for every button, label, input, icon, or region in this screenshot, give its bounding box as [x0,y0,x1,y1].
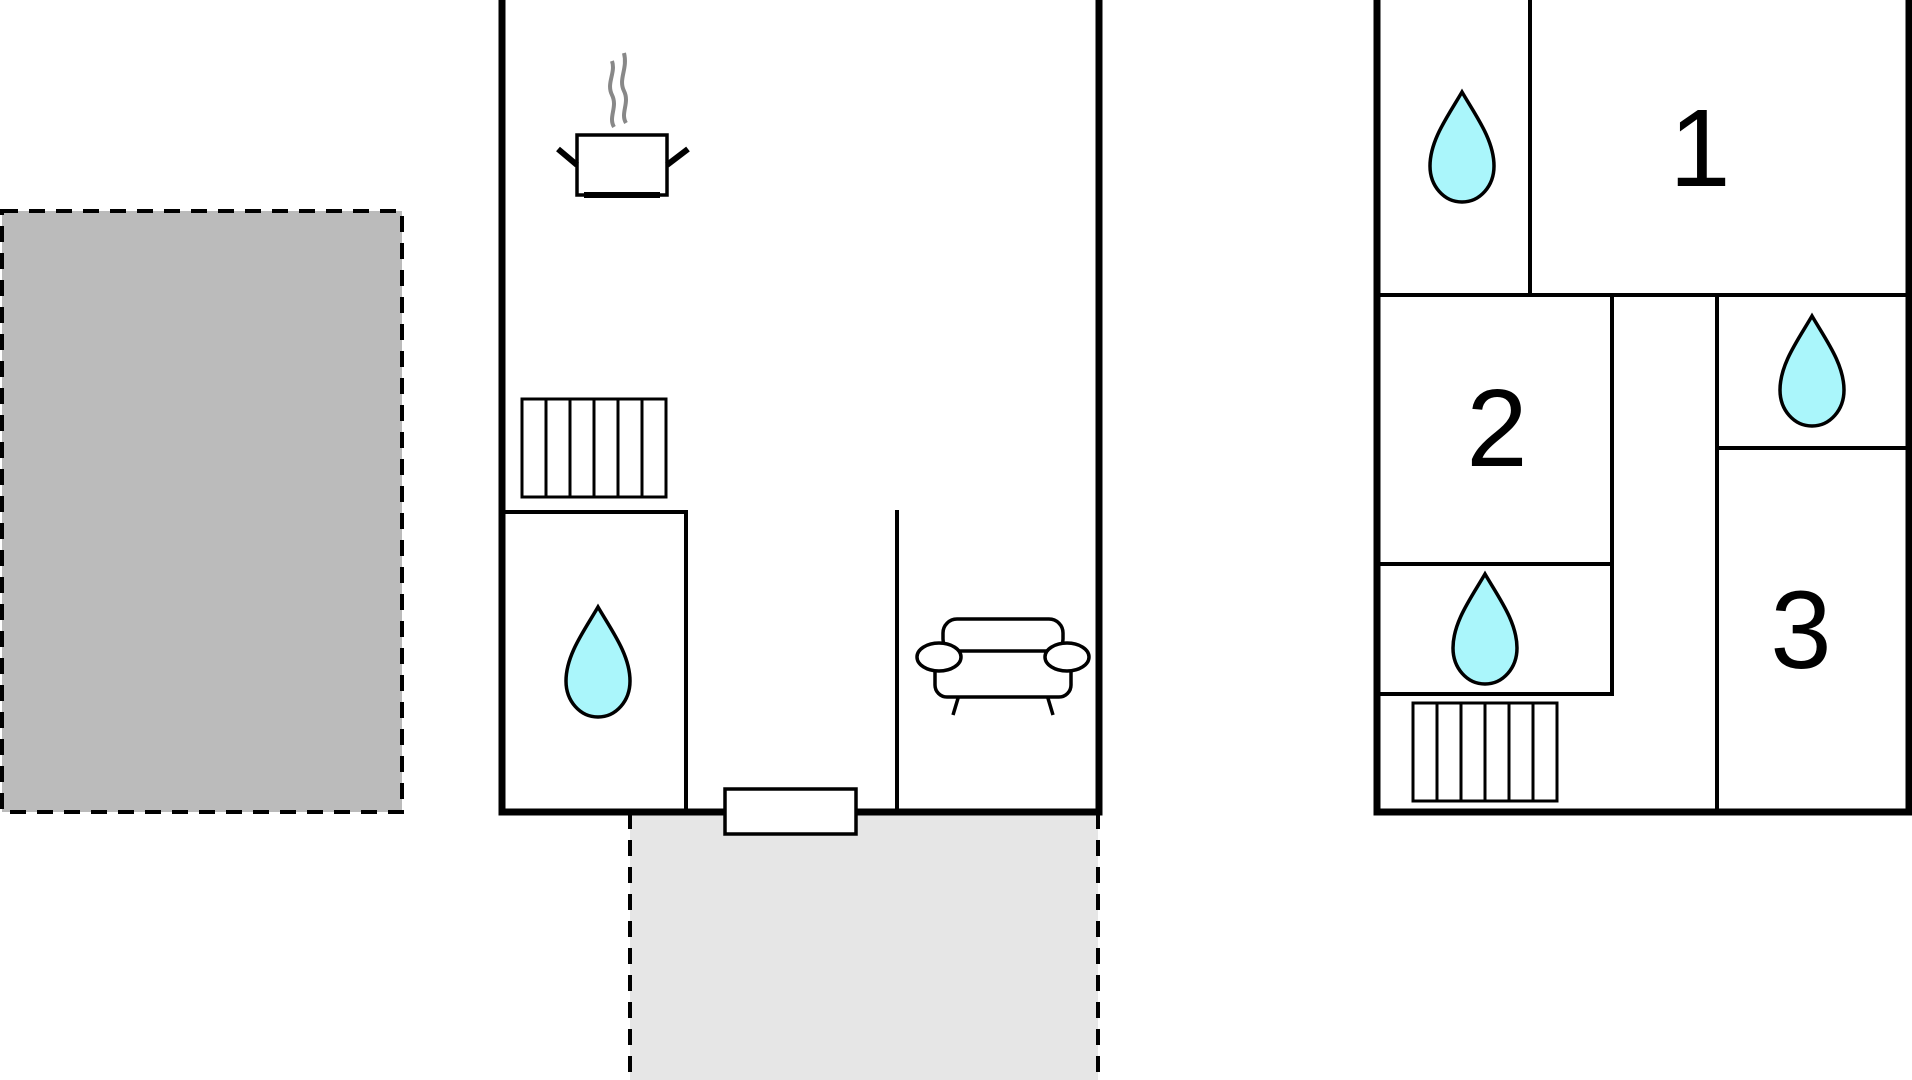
water-drop-icon [1778,314,1846,428]
entrance-door-icon [723,787,858,836]
radiator-icon [1411,701,1559,803]
radiator-icon [520,397,668,499]
water-drop-icon [564,605,632,719]
room-number-2: 2 [1466,367,1527,490]
kitchen-pot-icon [556,52,690,198]
room-number-3: 3 [1770,569,1831,692]
sofa-icon [915,617,1091,716]
parking-area [0,209,404,814]
terrace-area [628,813,1100,1080]
room-number-1: 1 [1669,87,1730,210]
ground-floor [498,0,1103,836]
water-drop-icon [1451,572,1519,686]
upper-floor-walls [1373,0,1912,816]
water-drop-icon [1428,90,1496,204]
upper-floor: 1 2 3 [1373,0,1912,816]
